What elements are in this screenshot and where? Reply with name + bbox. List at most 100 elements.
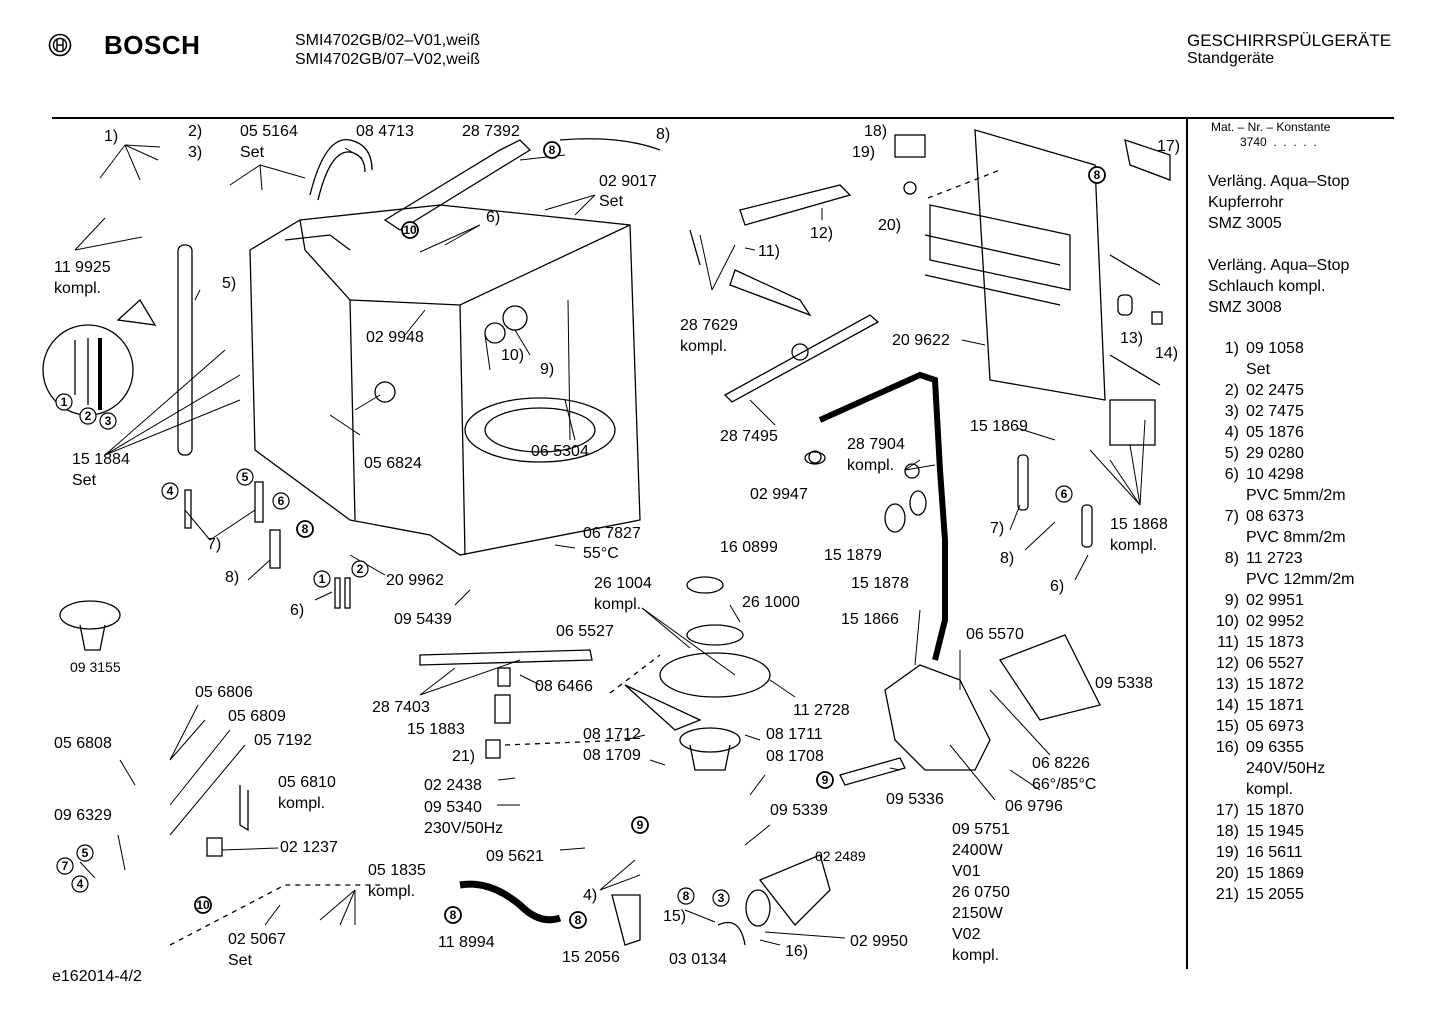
label-261004: 26 1004: [594, 575, 652, 592]
accessory1-line2: Kupferrohr: [1208, 194, 1284, 211]
part-value-21: 15 2055: [1246, 886, 1304, 903]
label-8-right: 8): [1000, 550, 1015, 567]
label-5: 5): [222, 275, 237, 292]
part-number-13: 13): [1215, 676, 1239, 693]
label-029948: 02 9948: [366, 329, 424, 346]
label-55c: 55°C: [583, 545, 619, 562]
label-069796: 06 9796: [1005, 798, 1063, 815]
label-v01: V01: [952, 863, 981, 880]
svg-text:4: 4: [167, 484, 174, 498]
label-8-left: 8): [225, 569, 240, 586]
callout-8-top: 8: [543, 141, 561, 159]
svg-text:7: 7: [62, 859, 69, 873]
label-057192: 05 7192: [254, 732, 312, 749]
callout-8-left: 8: [296, 520, 314, 538]
part-number-10: 10): [1215, 613, 1239, 630]
label-2150w: 2150W: [952, 905, 1003, 922]
label-152056: 15 2056: [562, 949, 620, 966]
svg-text:9: 9: [637, 818, 644, 832]
part-value-1: 09 1058: [1246, 340, 1304, 357]
label-260750: 26 0750: [952, 884, 1010, 901]
label-160899: 16 0899: [720, 539, 778, 556]
callout-10-top: 10: [401, 221, 419, 239]
label-029950: 02 9950: [850, 933, 908, 950]
label-081711: 08 1711: [766, 726, 823, 743]
part-value-13: 15 1872: [1246, 676, 1304, 693]
svg-text:8: 8: [450, 908, 457, 922]
label-030134: 03 0134: [669, 951, 727, 968]
label-287392: 28 7392: [462, 123, 520, 140]
label-056806: 05 6806: [195, 684, 253, 701]
callout-4-bl: 4: [71, 875, 89, 893]
part-detail-7: PVC 8mm/2m: [1246, 529, 1346, 546]
part-number-19: 19): [1215, 844, 1239, 861]
category-title: GESCHIRRSPÜLGERÄTE: [1187, 31, 1392, 50]
tub-outline: [249, 204, 641, 556]
label-055164: 05 5164: [240, 123, 298, 140]
label-6-left: 6): [290, 602, 305, 619]
svg-text:8: 8: [683, 889, 690, 903]
svg-text:10: 10: [403, 223, 417, 237]
label-022438: 02 2438: [424, 777, 482, 794]
label-15: 15): [663, 908, 687, 925]
part-number-1: 1): [1224, 340, 1239, 357]
svg-text:10: 10: [196, 898, 210, 912]
document-id: e162014-4/2: [52, 968, 142, 985]
part-value-10: 02 9952: [1246, 613, 1304, 630]
label-086466: 08 6466: [535, 678, 593, 695]
svg-text:6: 6: [1061, 487, 1068, 501]
svg-text:1: 1: [61, 395, 68, 409]
part-detail-6: PVC 5mm/2m: [1246, 487, 1346, 504]
callout-2-inset: 2: [79, 407, 97, 425]
label-209622: 20 9622: [892, 332, 950, 349]
svg-text:8: 8: [302, 522, 309, 536]
callout-6-right: 6: [1055, 485, 1073, 503]
svg-text:2: 2: [357, 562, 364, 576]
label-067827: 06 7827: [583, 525, 641, 542]
label-6-top: 6): [486, 209, 501, 226]
label-068226: 06 8226: [1032, 755, 1090, 772]
accessory1-line3: SMZ 3005: [1208, 215, 1282, 232]
callout-8-panel: 8: [1088, 166, 1106, 184]
label-kompl-2: kompl.: [680, 338, 728, 355]
bosch-logo-icon: [48, 33, 72, 57]
part-detail-16: kompl.: [1246, 781, 1294, 798]
part-value-5: 29 0280: [1246, 445, 1304, 462]
callout-10-bl: 10: [194, 896, 212, 914]
label-151878: 15 1878: [851, 575, 909, 592]
label-287904: 28 7904: [847, 436, 905, 453]
label-66c: 66°/85°C: [1032, 776, 1097, 793]
callout-5-bl: 5: [76, 844, 94, 862]
part-number-2: 2): [1224, 382, 1239, 399]
label-3: 3): [188, 144, 203, 161]
svg-text:8: 8: [1094, 168, 1101, 182]
label-022489: 02 2489: [815, 848, 866, 864]
callout-layer: 8 10 8 1 2 3 4 5 6 8 1 2 6 9 9 5 7 4 10 …: [55, 141, 1106, 929]
part-number-3: 3): [1224, 403, 1239, 420]
label-kompl-8: kompl.: [368, 883, 416, 900]
label-081712: 08 1712: [583, 726, 641, 743]
label-287403: 28 7403: [372, 699, 430, 716]
label-025067: 02 5067: [228, 931, 286, 948]
label-kompl-3: kompl.: [847, 457, 895, 474]
label-2: 2): [188, 123, 203, 140]
label-12: 12): [810, 225, 834, 242]
label-2400w: 2400W: [952, 842, 1003, 859]
callout-5-left: 5: [236, 468, 254, 486]
callout-8-valve: 8: [677, 887, 695, 905]
label-095439: 09 5439: [394, 611, 452, 628]
part-number-9: 9): [1224, 592, 1239, 609]
label-20: 20): [878, 217, 902, 234]
label-065527: 06 5527: [556, 623, 614, 640]
mat-title: Mat. – Nr. – Konstante: [1211, 120, 1331, 134]
label-065304: 06 5304: [531, 443, 589, 460]
part-number-5: 5): [1224, 445, 1239, 462]
callout-7-bl: 7: [56, 857, 74, 875]
label-081709: 08 1709: [583, 747, 641, 764]
label-9: 9): [540, 361, 555, 378]
part-value-6: 10 4298: [1246, 466, 1304, 483]
callout-4-left: 4: [161, 482, 179, 500]
accessory2-line3: SMZ 3008: [1208, 299, 1282, 316]
label-056824: 05 6824: [364, 455, 422, 472]
label-14: 14): [1155, 345, 1179, 362]
